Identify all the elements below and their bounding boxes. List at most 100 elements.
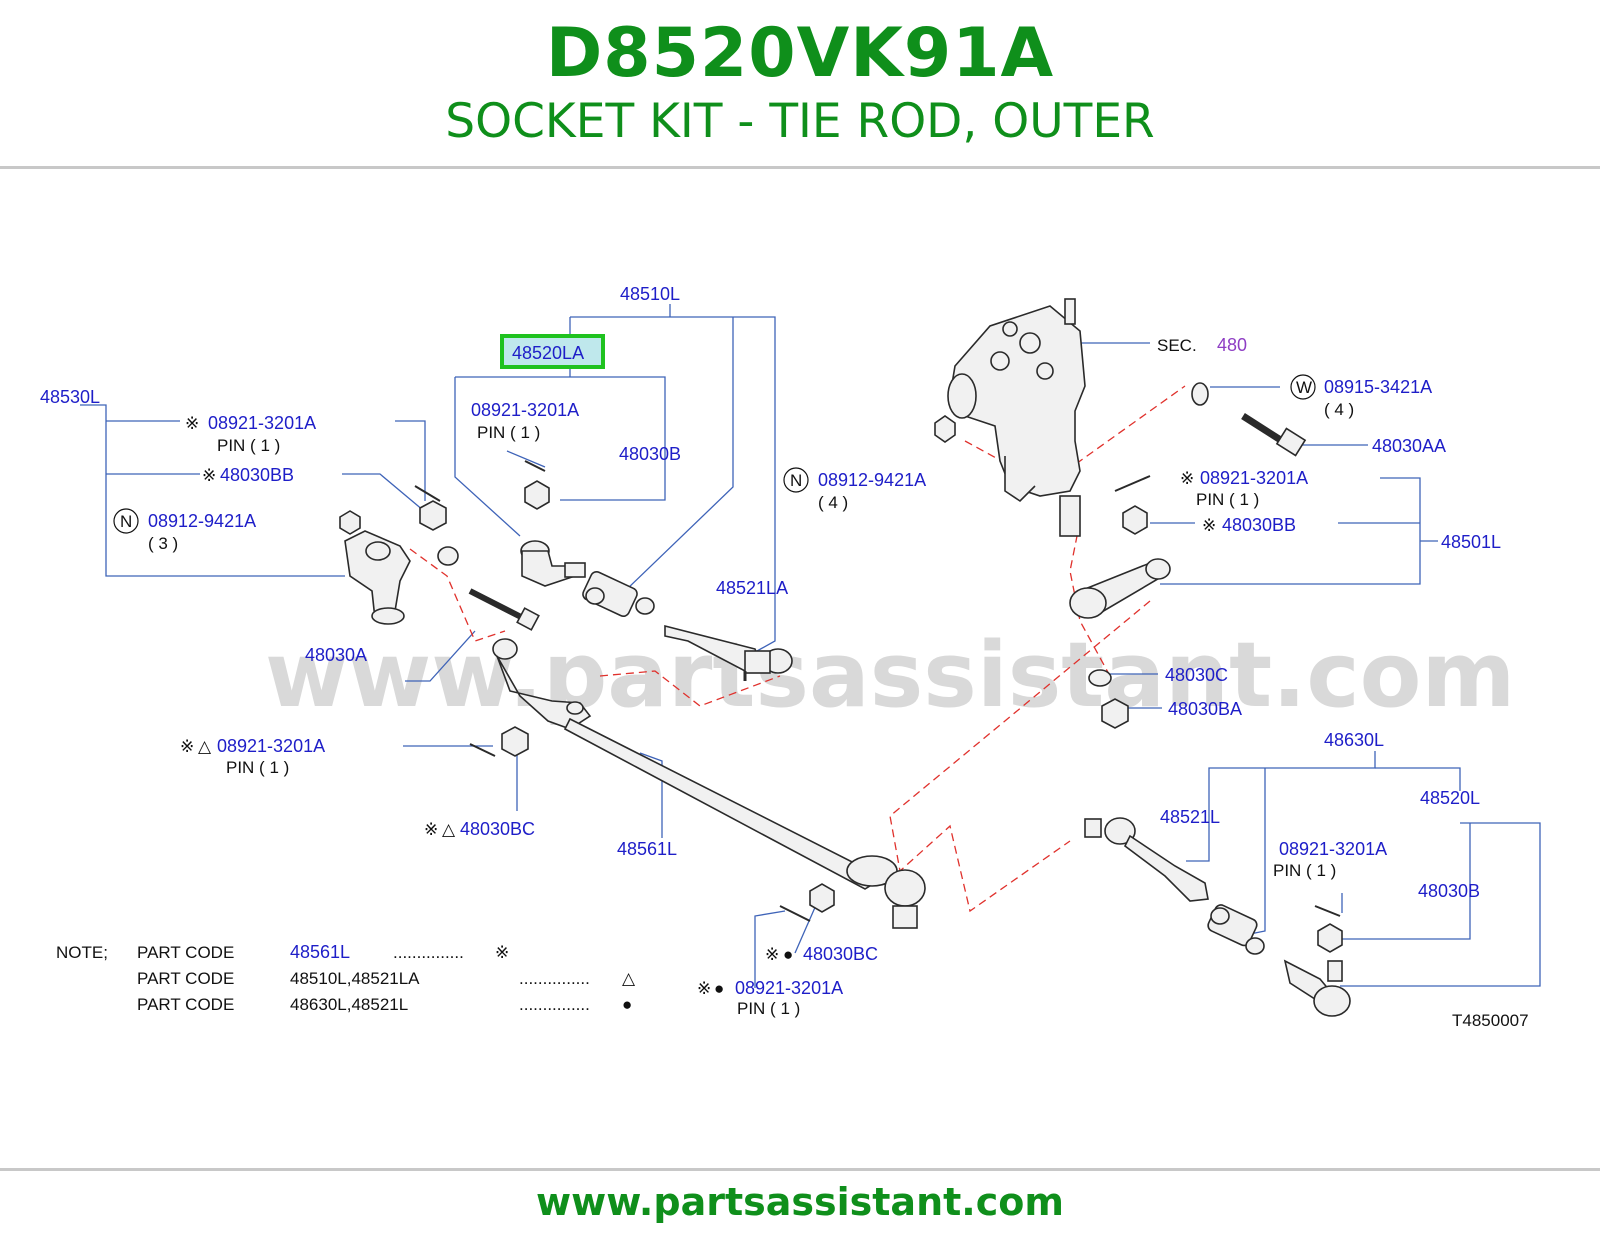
label-nut-left-qty: ( 3 ) bbox=[148, 534, 178, 553]
dash-box-washer bbox=[964, 385, 1186, 487]
symbol-kome-6: ※ bbox=[424, 820, 438, 839]
note-row-2-prefix: PART CODE bbox=[137, 969, 234, 988]
leader-48501L bbox=[1160, 477, 1421, 585]
label-48630L[interactable]: 48630L bbox=[1324, 730, 1384, 750]
pin-f-shape bbox=[779, 905, 811, 922]
figure-code: T4850007 bbox=[1452, 1011, 1529, 1030]
symbol-triangle-2: △ bbox=[442, 820, 456, 839]
note-row-3-code: 48630L,48521L bbox=[290, 995, 408, 1014]
note-label: NOTE; bbox=[56, 943, 108, 962]
label-48520L[interactable]: 48520L bbox=[1420, 788, 1480, 808]
label-pin-right[interactable]: 08921-3201A bbox=[1200, 468, 1308, 488]
symbol-kome-8: ※ bbox=[697, 979, 711, 998]
label-washer-w[interactable]: 08915-3421A bbox=[1324, 377, 1432, 397]
label-48521L[interactable]: 48521L bbox=[1160, 807, 1220, 827]
leader-48630L-to-48520L bbox=[1375, 767, 1461, 791]
nut-bb-left-shape bbox=[419, 500, 447, 531]
nut-right-shape bbox=[934, 415, 956, 443]
label-pin-bottom-qty: PIN ( 1 ) bbox=[737, 999, 800, 1018]
bolt-48030A-shape bbox=[468, 588, 540, 631]
nut-bb-right-shape bbox=[1122, 505, 1148, 535]
part-description: SOCKET KIT - TIE ROD, OUTER bbox=[445, 94, 1155, 149]
nut-48030BA-shape bbox=[1101, 698, 1129, 729]
socket-48520L-shape bbox=[1283, 905, 1351, 1017]
symbol-triangle-1: △ bbox=[198, 737, 212, 756]
center-link-shape bbox=[492, 638, 926, 929]
top-divider bbox=[0, 166, 1600, 169]
label-pin-lower-left[interactable]: 08921-3201A bbox=[217, 736, 325, 756]
parts-diagram-svg: www.partsassistant.com bbox=[40, 284, 1541, 1030]
leader-pin-f bbox=[754, 910, 786, 988]
sleeve-right-shape bbox=[1207, 904, 1265, 955]
leader-48510L-main bbox=[570, 316, 776, 652]
n-circle-right bbox=[783, 467, 809, 493]
nut-left-shape bbox=[339, 510, 361, 535]
label-48030C[interactable]: 48030C bbox=[1165, 665, 1228, 685]
header: D8520VK91A SOCKET KIT - TIE ROD, OUTER bbox=[0, 0, 1600, 168]
socket-48520LA-shape bbox=[520, 460, 586, 587]
label-48530L[interactable]: 48530L bbox=[40, 387, 100, 407]
label-48520LA[interactable]: 48520LA bbox=[512, 343, 584, 363]
label-48561L[interactable]: 48561L bbox=[617, 839, 677, 859]
note-row-1-code[interactable]: 48561L bbox=[290, 942, 350, 962]
leader-48530L bbox=[80, 404, 345, 577]
label-pin-lower-right-qty: PIN ( 1 ) bbox=[1273, 861, 1336, 880]
note-row-2-dots: ............... bbox=[519, 969, 590, 988]
leader-48630L bbox=[1186, 751, 1376, 862]
label-pin-left-qty: PIN ( 1 ) bbox=[217, 436, 280, 455]
note-row-3-symbol: ● bbox=[622, 995, 632, 1014]
tie-rod-48521L-shape bbox=[1084, 817, 1209, 902]
label-sec-480[interactable]: 480 bbox=[1217, 335, 1247, 355]
label-48030B-right[interactable]: 48030B bbox=[1418, 881, 1480, 901]
note-row-1-dots: ............... bbox=[393, 943, 464, 962]
steering-gear-box bbox=[947, 298, 1086, 537]
label-48030AA[interactable]: 48030AA bbox=[1372, 436, 1446, 456]
label-nut-left[interactable]: 08912-9421A bbox=[148, 511, 256, 531]
label-pin-bottom[interactable]: 08921-3201A bbox=[735, 978, 843, 998]
symbol-kome-4: ※ bbox=[1202, 516, 1216, 535]
note-row-2-symbol: △ bbox=[622, 969, 636, 988]
label-pin-right-qty: PIN ( 1 ) bbox=[1196, 490, 1259, 509]
leader-48030B-right bbox=[1330, 823, 1471, 940]
label-pin-lower-right[interactable]: 08921-3201A bbox=[1279, 839, 1387, 859]
part-shapes bbox=[339, 298, 1351, 1017]
label-48521LA[interactable]: 48521LA bbox=[716, 578, 788, 598]
label-48030BA[interactable]: 48030BA bbox=[1168, 699, 1242, 719]
label-48030A[interactable]: 48030A bbox=[305, 645, 367, 665]
nut-bc-right-shape bbox=[809, 883, 835, 913]
note-row-1-prefix: PART CODE bbox=[137, 943, 234, 962]
dash-center bbox=[599, 670, 781, 707]
label-pin-left[interactable]: 08921-3201A bbox=[208, 413, 316, 433]
w-circle bbox=[1290, 374, 1316, 400]
label-48501L[interactable]: 48501L bbox=[1441, 532, 1501, 552]
leader-48520LA-to-ball bbox=[454, 377, 521, 537]
label-48510L[interactable]: 48510L bbox=[620, 284, 680, 304]
label-nut-right-qty: ( 4 ) bbox=[818, 493, 848, 512]
label-nut-right[interactable]: 08912-9421A bbox=[818, 470, 926, 490]
label-pin-lower-left-qty: PIN ( 1 ) bbox=[226, 758, 289, 777]
symbol-n-left: N bbox=[120, 512, 132, 531]
label-48030BB-left[interactable]: 48030BB bbox=[220, 465, 294, 485]
symbol-dot-1: ● bbox=[783, 945, 793, 964]
label-48030BC-left[interactable]: 48030BC bbox=[460, 819, 535, 839]
label-sec: SEC. bbox=[1157, 336, 1197, 355]
leader-48510L-to-sleeve bbox=[624, 317, 734, 592]
bottom-divider bbox=[0, 1168, 1600, 1171]
symbol-n-right: N bbox=[790, 471, 802, 490]
highlight-48520LA bbox=[500, 334, 605, 369]
symbol-kome-1: ※ bbox=[185, 414, 199, 433]
label-pin-center[interactable]: 08921-3201A bbox=[471, 400, 579, 420]
note-row-3-dots: ............... bbox=[519, 995, 590, 1014]
symbol-w: W bbox=[1296, 378, 1312, 397]
label-48030BB-right[interactable]: 48030BB bbox=[1222, 515, 1296, 535]
label-48030BC-right[interactable]: 48030BC bbox=[803, 944, 878, 964]
leader-48520LA-bracket bbox=[455, 376, 666, 501]
n-circle-left bbox=[113, 508, 139, 534]
footer-url[interactable]: www.partsassistant.com bbox=[536, 1180, 1064, 1224]
symbol-kome-3: ※ bbox=[1180, 469, 1194, 488]
note-row-2-code: 48510L,48521LA bbox=[290, 969, 420, 988]
note-row-1-symbol: ※ bbox=[495, 943, 509, 962]
leader-bb-left bbox=[342, 473, 431, 517]
nut-bc-left-shape bbox=[501, 726, 529, 757]
label-48030B[interactable]: 48030B bbox=[619, 444, 681, 464]
